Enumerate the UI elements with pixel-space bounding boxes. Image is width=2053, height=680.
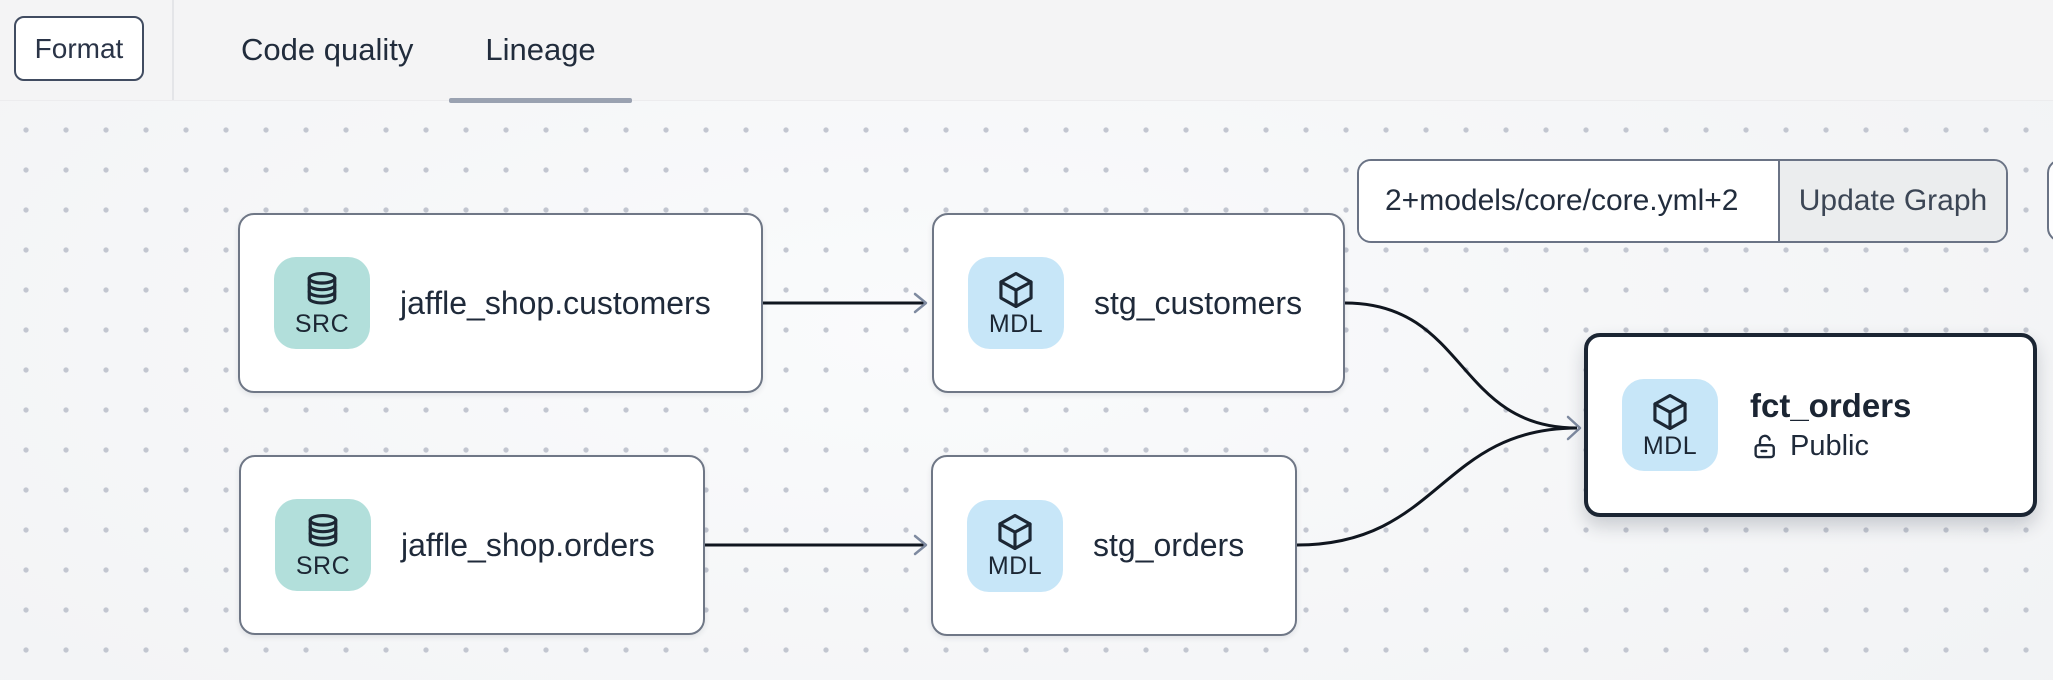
node-title: jaffle_shop.orders xyxy=(401,526,655,563)
edge-layer xyxy=(705,292,1582,556)
arrowhead-icon xyxy=(913,292,928,314)
model-badge: MDL xyxy=(967,499,1063,592)
tab-bar: Code quality Lineage xyxy=(205,0,632,103)
node-title: fct_orders xyxy=(1750,387,1912,424)
node-stg-orders[interactable]: MDL stg_orders xyxy=(931,455,1297,636)
partial-button-right-edge[interactable] xyxy=(2047,159,2053,242)
source-badge: SRC xyxy=(274,257,370,349)
arrowhead-icon xyxy=(1566,415,1582,441)
graph-selector-group: Update Graph xyxy=(1357,159,2008,243)
model-badge: MDL xyxy=(1622,379,1718,471)
cube-icon xyxy=(1653,393,1687,430)
cube-icon xyxy=(998,514,1032,551)
cube-icon xyxy=(999,271,1033,308)
node-title: jaffle_shop.customers xyxy=(400,284,711,321)
model-badge: MDL xyxy=(968,257,1064,349)
update-graph-button[interactable]: Update Graph xyxy=(1778,161,2006,241)
arrowhead-icon xyxy=(913,534,928,556)
node-jaffle-shop-customers[interactable]: SRC jaffle_shop.customers xyxy=(238,213,763,393)
tab-code-quality[interactable]: Code quality xyxy=(205,0,449,100)
edge-stg-orders-to-fct-orders xyxy=(1296,426,1578,547)
top-toolbar: Format Code quality Lineage xyxy=(0,0,2053,103)
node-title-block: fct_orders Public xyxy=(1750,387,1911,463)
graph-selector-input[interactable] xyxy=(1359,161,1778,241)
node-title: stg_orders xyxy=(1093,527,1245,563)
node-fct-orders[interactable]: MDL fct_orders Public xyxy=(1584,333,2037,517)
tab-lineage[interactable]: Lineage xyxy=(449,0,632,103)
resource-type-label: MDL xyxy=(1642,431,1698,460)
source-badge: SRC xyxy=(275,499,371,591)
node-stg-customers[interactable]: MDL stg_customers xyxy=(932,213,1345,393)
database-icon xyxy=(308,513,338,547)
resource-type-label: SRC xyxy=(294,309,350,338)
node-title: stg_customers xyxy=(1094,284,1303,321)
unlock-icon xyxy=(1754,434,1775,458)
tab-lineage-label: Lineage xyxy=(485,32,596,67)
access-label: Public xyxy=(1790,430,1869,462)
lineage-canvas[interactable]: SRC jaffle_shop.customers MDL stg_custom… xyxy=(0,100,2053,680)
node-jaffle-shop-orders[interactable]: SRC jaffle_shop.orders xyxy=(239,455,705,635)
toolbar-divider xyxy=(172,0,174,100)
access-row: Public xyxy=(1750,430,1911,463)
resource-type-label: MDL xyxy=(988,309,1044,338)
edge-stg-customers-to-fct-orders xyxy=(1344,301,1578,430)
resource-type-label: MDL xyxy=(987,552,1043,581)
active-tab-underline xyxy=(449,98,632,103)
resource-type-label: SRC xyxy=(295,551,351,580)
database-icon xyxy=(307,271,337,305)
format-button[interactable]: Format xyxy=(14,16,144,81)
tab-code-quality-label: Code quality xyxy=(241,32,414,67)
